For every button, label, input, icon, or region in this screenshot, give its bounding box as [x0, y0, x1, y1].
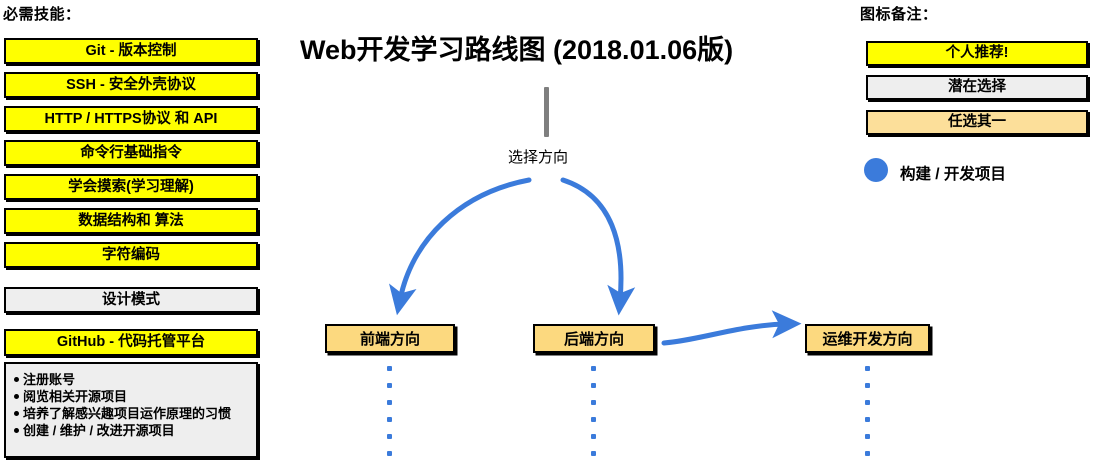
- list-item-label: 培养了解感兴趣项目运作原理的习惯: [23, 406, 232, 422]
- direction-box-frontend[interactable]: 前端方向: [325, 324, 455, 353]
- connector-stem: [544, 87, 549, 137]
- blue-circle-icon: [864, 158, 888, 182]
- bullet-icon: [14, 377, 19, 382]
- direction-box-devops[interactable]: 运维开发方向: [805, 324, 930, 353]
- legend-box-recommended: 个人推荐!: [866, 41, 1088, 66]
- legend-dot-label: 构建 / 开发项目: [900, 166, 1006, 183]
- skill-box-http-api[interactable]: HTTP / HTTPS协议 和 API: [4, 106, 258, 132]
- github-notes-panel: 注册账号 阅览相关开源项目 培养了解感兴趣项目运作原理的习惯 创建 / 维护 /…: [4, 362, 258, 458]
- skill-box-github[interactable]: GitHub - 代码托管平台: [4, 329, 258, 356]
- choose-direction-label: 选择方向: [508, 149, 569, 166]
- arrow-backend-to-devops: [661, 310, 802, 346]
- arrow-to-frontend: [389, 177, 532, 316]
- skill-box-data-structures[interactable]: 数据结构和 算法: [4, 208, 258, 234]
- arrow-to-backend: [560, 177, 636, 316]
- legend-box-pick-one: 任选其一: [866, 110, 1088, 135]
- skill-box-character-encoding[interactable]: 字符编码: [4, 242, 258, 268]
- list-item: 阅览相关开源项目: [14, 388, 250, 405]
- skill-box-self-learning[interactable]: 学会摸索(学习理解): [4, 174, 258, 200]
- list-item: 培养了解感兴趣项目运作原理的习惯: [14, 405, 250, 422]
- skill-box-command-line[interactable]: 命令行基础指令: [4, 140, 258, 166]
- list-item: 注册账号: [14, 371, 250, 388]
- dotted-line-frontend: [387, 366, 392, 464]
- dotted-line-devops: [865, 366, 870, 464]
- sidebar-heading: 必需技能：: [3, 6, 81, 23]
- list-item-label: 注册账号: [23, 372, 76, 387]
- dotted-line-backend: [591, 366, 596, 464]
- list-item-label: 阅览相关开源项目: [23, 389, 128, 405]
- skill-box-git[interactable]: Git - 版本控制: [4, 38, 258, 64]
- skill-box-ssh[interactable]: SSH - 安全外壳协议: [4, 72, 258, 98]
- list-item-label: 创建 / 维护 / 改进开源项目: [23, 423, 175, 439]
- legend-heading: 图标备注：: [860, 6, 938, 23]
- bullet-icon: [14, 411, 19, 417]
- legend-box-optional: 潜在选择: [866, 75, 1088, 100]
- list-item: 创建 / 维护 / 改进开源项目: [14, 422, 250, 439]
- skill-box-design-patterns[interactable]: 设计模式: [4, 287, 258, 313]
- bullet-icon: [14, 428, 19, 434]
- bullet-icon: [14, 394, 19, 400]
- direction-box-backend[interactable]: 后端方向: [533, 324, 655, 353]
- page-title: Web开发学习路线图 (2018.01.06版): [300, 35, 734, 65]
